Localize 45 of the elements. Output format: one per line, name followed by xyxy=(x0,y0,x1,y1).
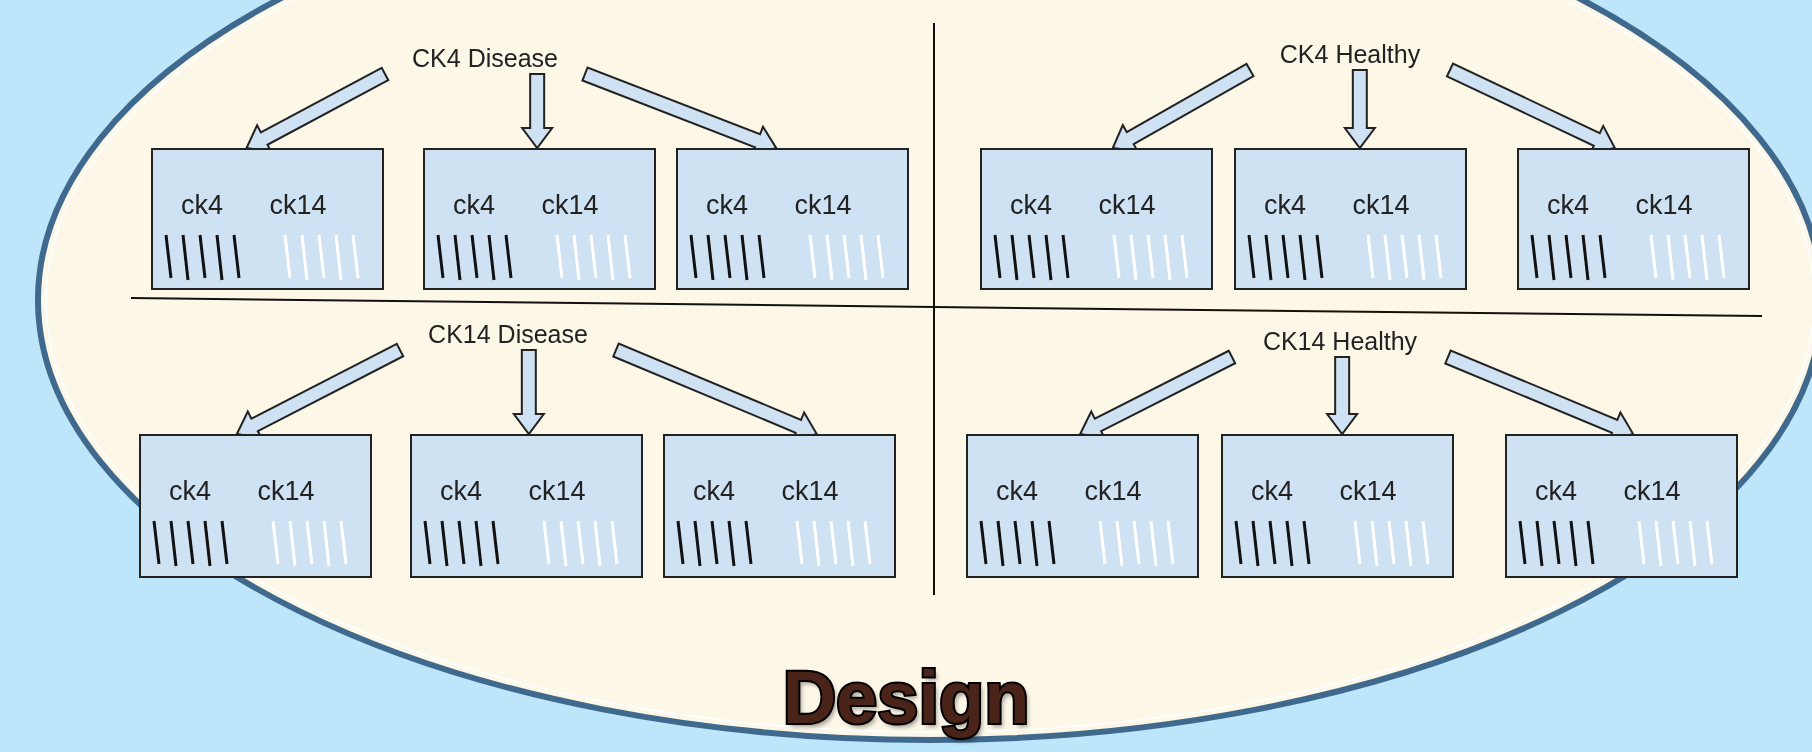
sample-panel xyxy=(139,434,372,578)
sample-panel xyxy=(1221,434,1454,578)
marker-label: ck14 xyxy=(1623,476,1681,507)
marker-label: ck14 xyxy=(1352,190,1410,221)
marker-label: ck4 xyxy=(1250,476,1293,507)
marker-label: ck4 xyxy=(452,190,495,221)
sample-panel xyxy=(676,148,909,290)
marker-label: ck14 xyxy=(269,190,327,221)
marker-label: ck4 xyxy=(168,476,211,507)
diagram-title: Design xyxy=(782,656,1030,739)
group-heading: CK14 Healthy xyxy=(1227,325,1453,357)
marker-label: ck4 xyxy=(180,190,223,221)
marker-label: ck4 xyxy=(1534,476,1577,507)
marker-label: ck14 xyxy=(257,476,315,507)
marker-label: ck4 xyxy=(1546,190,1589,221)
group-heading: CK4 Disease xyxy=(380,42,590,74)
marker-label: ck14 xyxy=(1084,476,1142,507)
block-arrow xyxy=(1342,69,1377,150)
block-arrow xyxy=(520,73,555,150)
marker-label: ck4 xyxy=(439,476,482,507)
block-arrow xyxy=(1325,356,1360,436)
sample-panel xyxy=(410,434,643,578)
sample-panel xyxy=(151,148,384,290)
marker-label: ck4 xyxy=(705,190,748,221)
marker-label: ck4 xyxy=(1009,190,1052,221)
group-heading: CK14 Disease xyxy=(395,318,621,350)
sample-panel xyxy=(663,434,896,578)
marker-label: ck4 xyxy=(692,476,735,507)
group-heading: CK4 Healthy xyxy=(1245,38,1455,70)
marker-label: ck14 xyxy=(1098,190,1156,221)
marker-label: ck4 xyxy=(1263,190,1306,221)
marker-label: ck14 xyxy=(781,476,839,507)
marker-label: ck14 xyxy=(1635,190,1693,221)
marker-label: ck14 xyxy=(1339,476,1397,507)
sample-panel xyxy=(1505,434,1738,578)
sample-panel xyxy=(1234,148,1467,290)
block-arrow xyxy=(511,349,546,436)
marker-label: ck14 xyxy=(794,190,852,221)
sample-panel xyxy=(1517,148,1750,290)
marker-label: ck14 xyxy=(541,190,599,221)
marker-label: ck4 xyxy=(995,476,1038,507)
sample-panel xyxy=(980,148,1213,290)
sample-panel xyxy=(966,434,1199,578)
sample-panel xyxy=(423,148,656,290)
marker-label: ck14 xyxy=(528,476,586,507)
